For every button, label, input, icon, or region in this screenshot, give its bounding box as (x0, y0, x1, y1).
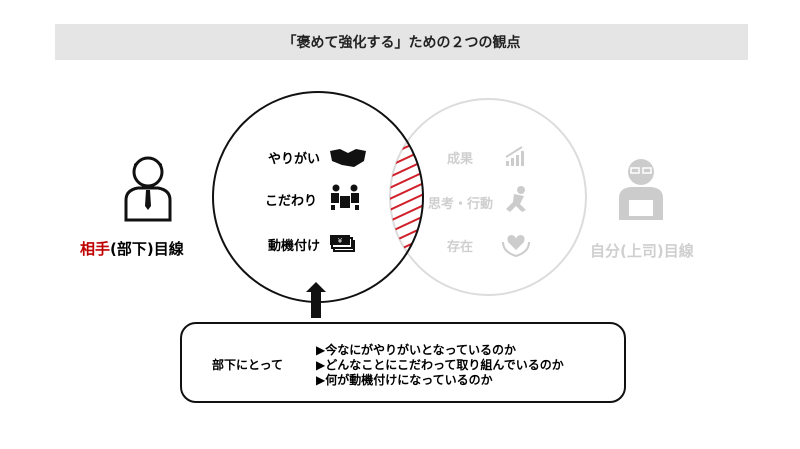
up-arrow-icon (306, 282, 326, 318)
meeting-icon (331, 184, 359, 210)
header-title: 「褒めて強化する」ための２つの観点 (55, 24, 748, 60)
summary-lines: ▶今なにがやりがいとなっているのか ▶どんなことにこだわって取り組んでいるのか … (316, 343, 564, 388)
label-red: 相手 (80, 240, 111, 258)
right-viewpoint-label: 自分(上司)目線 (590, 242, 694, 260)
bar-chart-icon (505, 146, 524, 166)
heart-hands-icon (502, 235, 530, 258)
handshake-icon (330, 149, 366, 167)
svg-text:¥: ¥ (338, 237, 343, 245)
person-icon-subordinate (124, 156, 172, 222)
person-icon-boss (619, 159, 663, 220)
running-person-icon (506, 186, 526, 212)
right-item-sonzai: 存在 (447, 240, 474, 255)
left-viewpoint-label: 相手(部下)目線 (80, 238, 184, 259)
money-icon: ¥ (330, 235, 355, 252)
right-item-shikou-koudou: 思考・行動 (428, 197, 494, 212)
summary-box (180, 322, 626, 403)
left-item-kodawari: こだわり (265, 194, 318, 209)
summary-line: ▶今なにがやりがいとなっているのか (316, 343, 517, 357)
left-item-yarigai: やりがい (268, 152, 321, 167)
label-rest: (部下)目線 (110, 240, 184, 258)
summary-line: ▶何が動機付けになっているのか (316, 373, 493, 387)
summary-label: 部下にとって (212, 358, 284, 372)
left-item-doukizuke: 動機付け (268, 239, 321, 254)
right-item-seika: 成果 (447, 152, 474, 167)
summary-line: ▶どんなことにこだわって取り組んでいるのか (316, 358, 564, 372)
